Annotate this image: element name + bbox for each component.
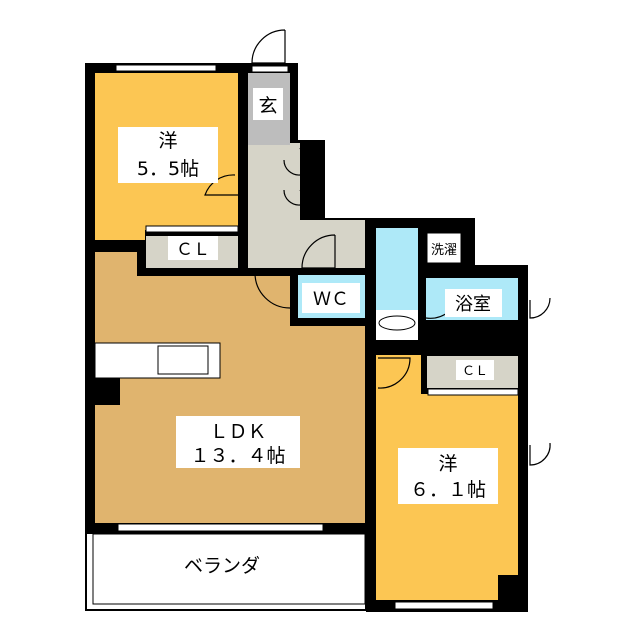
- windows: [115, 64, 494, 610]
- veranda: [85, 532, 367, 611]
- closet-2-label: ＣＬ: [462, 364, 488, 379]
- bath-label: 浴室: [455, 294, 491, 315]
- laundry-label: 洗濯: [431, 243, 457, 258]
- western-2-label: 洋: [438, 453, 457, 475]
- ldk-label: ＬＤＫ: [209, 421, 266, 443]
- western-2-size: ６．１帖: [410, 479, 486, 501]
- washbasin: [378, 315, 416, 331]
- wc-label: ＷＣ: [313, 289, 349, 310]
- closet-1-label: ＣＬ: [176, 240, 210, 260]
- entrance-label: 玄: [258, 95, 277, 117]
- ldk-size: １３．４帖: [190, 445, 285, 467]
- western-1-label: 洋: [158, 130, 177, 152]
- veranda-label: ベランダ: [184, 555, 260, 577]
- western-1-size: 5．5帖: [137, 158, 199, 180]
- kitchen-sink: [157, 345, 209, 375]
- room-hall: [248, 143, 365, 268]
